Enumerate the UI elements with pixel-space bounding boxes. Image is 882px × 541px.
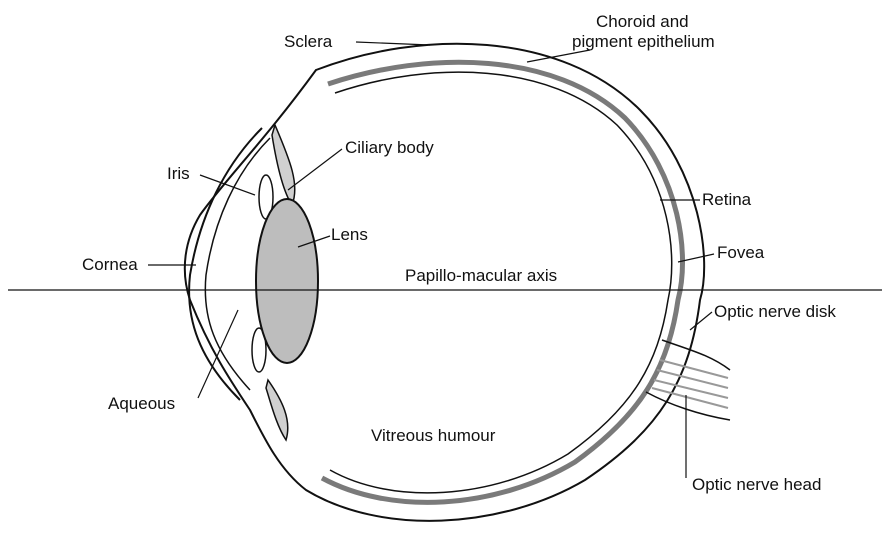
optic-nerve-upper [662,340,730,370]
ciliary-body-upper [272,125,295,205]
leader-sclera [356,42,430,45]
optic-nerve-head-label: Optic nerve head [692,475,821,495]
vitreous-humour-label: Vitreous humour [371,426,495,446]
lens-label: Lens [331,225,368,245]
retina-label: Retina [702,190,751,210]
sclera-label: Sclera [284,32,332,52]
ciliary-body-lower [266,380,288,440]
leader-ciliary [288,149,342,190]
cornea-label: Cornea [82,255,138,275]
choroid-label-line1: Choroid and [572,12,715,32]
leader-optic-disk [690,312,712,330]
leader-iris [200,175,255,195]
choroid-label: Choroid and pigment epithelium [572,12,715,52]
optic-nerve-disk-label: Optic nerve disk [714,302,836,322]
iris-label: Iris [167,164,190,184]
ciliary-body-label: Ciliary body [345,138,434,158]
lens [256,199,318,363]
choroid-label-line2: pigment epithelium [572,32,715,52]
papillo-macular-axis-label: Papillo-macular axis [405,266,557,286]
fovea-label: Fovea [717,243,764,263]
aqueous-label: Aqueous [108,394,175,414]
